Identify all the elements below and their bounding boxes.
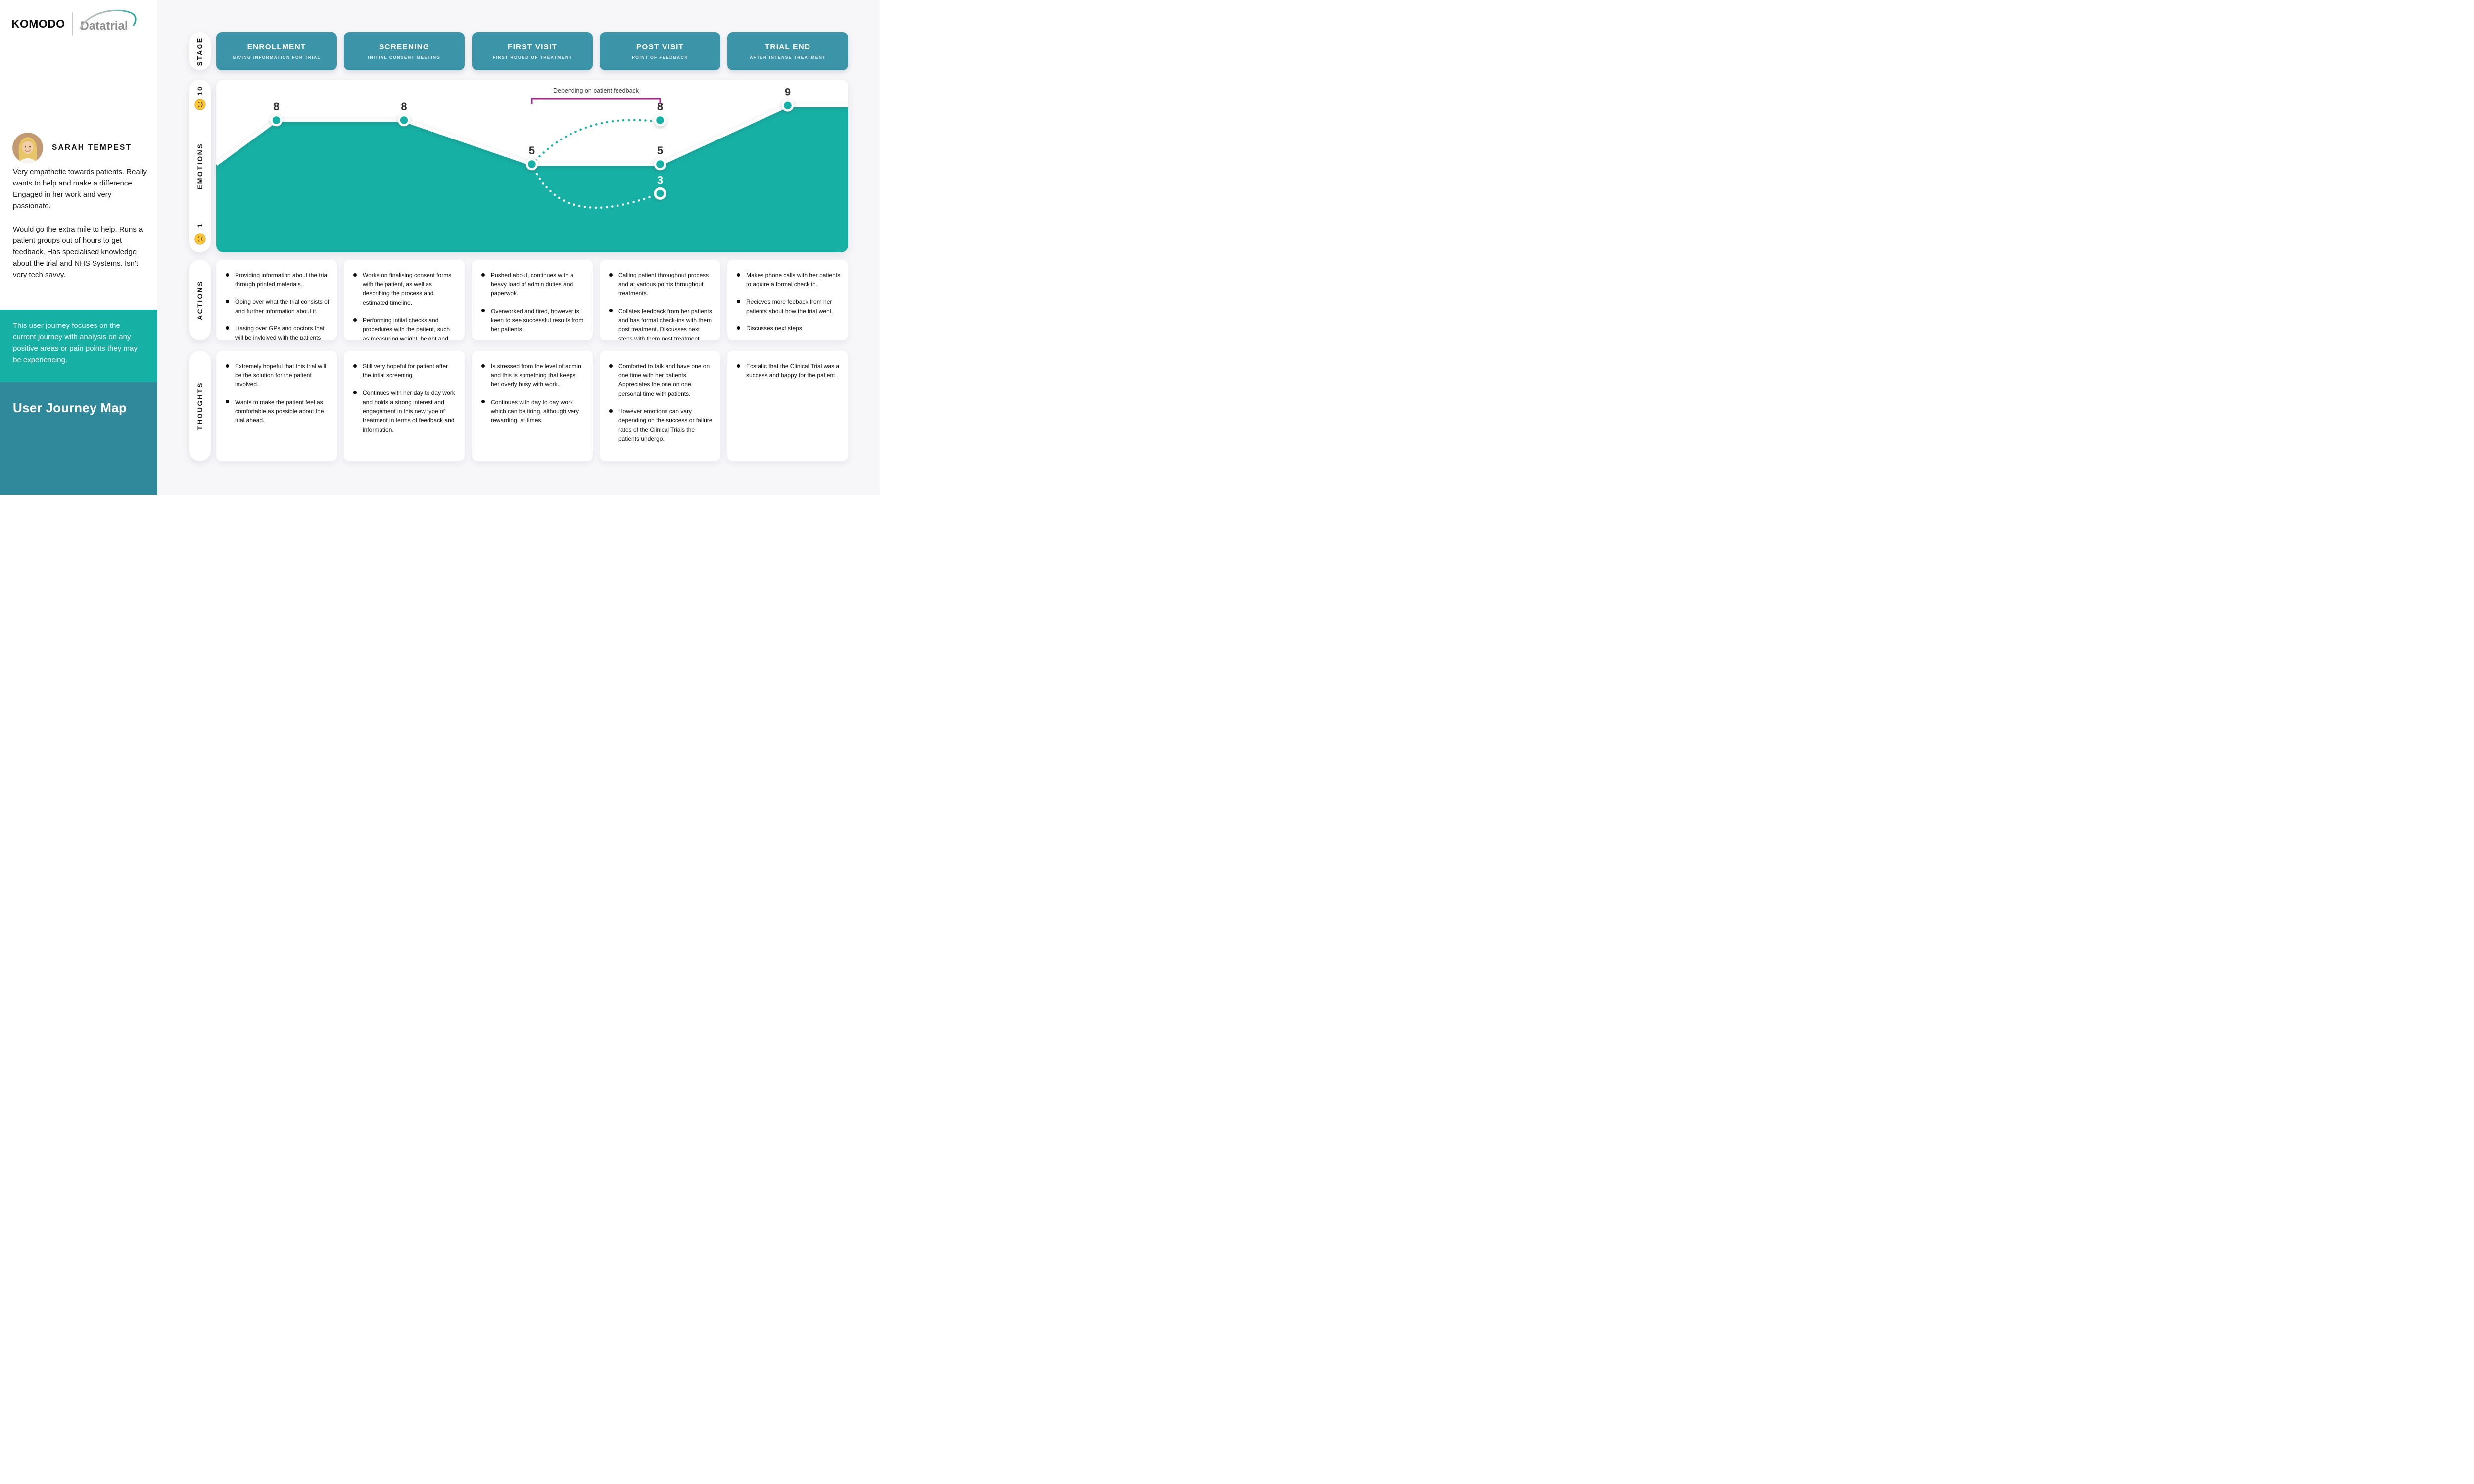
emotion-value-label: 5 [529, 144, 535, 157]
emotion-value-label: 9 [785, 86, 791, 98]
stage-card-enrollment: ENROLLMENT GIVING INFORMATION FOR TRIAL [216, 32, 337, 70]
emotion-value-label: 5 [657, 144, 663, 157]
thoughts-list: Is stressed from the level of admin and … [480, 362, 585, 425]
emotion-point [781, 99, 794, 112]
action-item: Liasing over GPs and doctors that will b… [225, 324, 330, 340]
action-item: Going over what the trial consists of an… [225, 297, 330, 316]
stage-card-trial-end: TRIAL END AFTER INTENSE TREATMENT [727, 32, 848, 70]
avatar [12, 133, 43, 163]
action-item: Calling patient throughout process and a… [608, 271, 713, 298]
action-item: Performing intiial checks and procedures… [352, 316, 457, 340]
actions-list: Pushed about, continues with a heavy loa… [480, 271, 585, 334]
thought-item: Still very hopeful for patient after the… [352, 362, 457, 380]
feedback-bracket [531, 98, 661, 104]
thought-item: However emotions can vary depending on t… [608, 407, 713, 443]
actions-card-first-visit: Pushed about, continues with a heavy loa… [472, 260, 593, 340]
thoughts-card-trial-end: Ecstatic that the Clinical Trial was a s… [727, 351, 848, 461]
thought-item: Ecstatic that the Clinical Trial was a s… [736, 362, 841, 380]
thought-item: Extremely hopeful that this trial will b… [225, 362, 330, 389]
persona-bio-1: Very empathetic towards patients. Really… [13, 168, 147, 210]
emotion-point [398, 114, 410, 127]
thoughts-list: Comforted to talk and have one on one ti… [608, 362, 713, 444]
datatrial-logo-text: Datatrial [80, 19, 128, 33]
emotion-value-label: 3 [657, 174, 663, 186]
action-item: Recieves more feeback from her patients … [736, 297, 841, 316]
actions-list: Providing information about the trial th… [225, 271, 330, 340]
row-label-thoughts: THOUGHTS [189, 351, 211, 461]
emotion-point [270, 114, 283, 127]
thoughts-card-first-visit: Is stressed from the level of admin and … [472, 351, 593, 461]
emotions-axis-min: 1 [194, 221, 206, 245]
user-journey-map-page: KOMODO Datatrial [0, 0, 880, 495]
emotion-point [654, 158, 666, 171]
thoughts-card-enrollment: Extremely hopeful that this trial will b… [216, 351, 337, 461]
emotion-value-label: 8 [401, 100, 407, 113]
thought-item: Comforted to talk and have one on one ti… [608, 362, 713, 398]
page-title: User Journey Map [13, 400, 127, 415]
thoughts-list: Still very hopeful for patient after the… [352, 362, 457, 434]
action-item: Collates feedback from her patients and … [608, 307, 713, 340]
actions-list: Calling patient throughout process and a… [608, 271, 713, 340]
actions-card-post-visit: Calling patient throughout process and a… [600, 260, 720, 340]
axis-min-label: 1 [196, 222, 204, 228]
thoughts-list: Ecstatic that the Clinical Trial was a s… [736, 362, 841, 380]
row-label-actions: ACTIONS [189, 260, 211, 340]
emotions-chart-card: 8 8 5 5 9 8 3 Depending on patient feedback [216, 80, 848, 252]
thought-item: Continues with her day to day work and h… [352, 388, 457, 434]
komodo-logo: KOMODO [11, 17, 65, 30]
stage-card-post-visit: POST VISIT POINT OF FEEDBACK [600, 32, 720, 70]
sad-face-icon [194, 233, 206, 245]
stage-card-first-visit: FIRST VISIT FIRST ROUND OF TREATMENT [472, 32, 593, 70]
emotions-chart: 8 8 5 5 9 8 3 Depending on patient feedback [216, 86, 848, 252]
thought-item: Continues with day to day work which can… [480, 398, 585, 425]
action-item: Works on finalising consent forms with t… [352, 271, 457, 307]
action-item: Providing information about the trial th… [225, 271, 330, 289]
emotion-point-open [654, 187, 666, 200]
action-item: Discusses next steps. [736, 324, 841, 333]
persona-name: SARAH TEMPEST [52, 143, 132, 152]
focus-note-box: This user journey focuses on the current… [0, 310, 157, 382]
thought-item: Wants to make the patient feel as comfor… [225, 398, 330, 425]
emotions-axis-max: 10 [194, 85, 206, 111]
emotion-point [525, 158, 538, 171]
thoughts-list: Extremely hopeful that this trial will b… [225, 362, 330, 425]
emotion-area [216, 105, 848, 252]
action-item: Overworked and tired, however is keen to… [480, 307, 585, 334]
thought-item: Is stressed from the level of admin and … [480, 362, 585, 389]
logo-divider [72, 12, 73, 35]
thoughts-card-screening: Still very hopeful for patient after the… [344, 351, 465, 461]
sidebar: KOMODO Datatrial [0, 0, 157, 495]
actions-card-screening: Works on finalising consent forms with t… [344, 260, 465, 340]
actions-card-enrollment: Providing information about the trial th… [216, 260, 337, 340]
persona-bio-2: Would go the extra mile to help. Runs a … [13, 225, 143, 279]
branch-curve-low [530, 163, 654, 209]
row-label-stage: STAGE [189, 32, 211, 70]
focus-note-text: This user journey focuses on the current… [13, 322, 138, 364]
datatrial-logo: Datatrial [79, 9, 137, 33]
persona-header: SARAH TEMPEST [12, 133, 132, 163]
thoughts-card-post-visit: Comforted to talk and have one on one ti… [600, 351, 720, 461]
branch-curve-high [530, 119, 655, 166]
emotion-value-label: 8 [657, 100, 663, 113]
actions-list: Makes phone calls with her patients to a… [736, 271, 841, 333]
emotion-point [654, 114, 666, 127]
emotions-axis-title: EMOTIONS [196, 142, 204, 189]
map-title-box: User Journey Map [0, 382, 157, 495]
actions-list: Works on finalising consent forms with t… [352, 271, 457, 340]
row-label-emotions: 10 EMOTIONS 1 [189, 80, 211, 252]
happy-face-icon [194, 99, 206, 110]
action-item: Pushed about, continues with a heavy loa… [480, 271, 585, 298]
actions-card-trial-end: Makes phone calls with her patients to a… [727, 260, 848, 340]
action-item: Makes phone calls with her patients to a… [736, 271, 841, 289]
brand-header: KOMODO Datatrial [11, 9, 137, 36]
stage-card-screening: SCREENING INITIAL CONSENT MEETING [344, 32, 465, 70]
axis-max-label: 10 [196, 85, 204, 96]
feedback-annotation: Depending on patient feedback [553, 87, 639, 94]
emotion-value-label: 8 [273, 100, 279, 113]
